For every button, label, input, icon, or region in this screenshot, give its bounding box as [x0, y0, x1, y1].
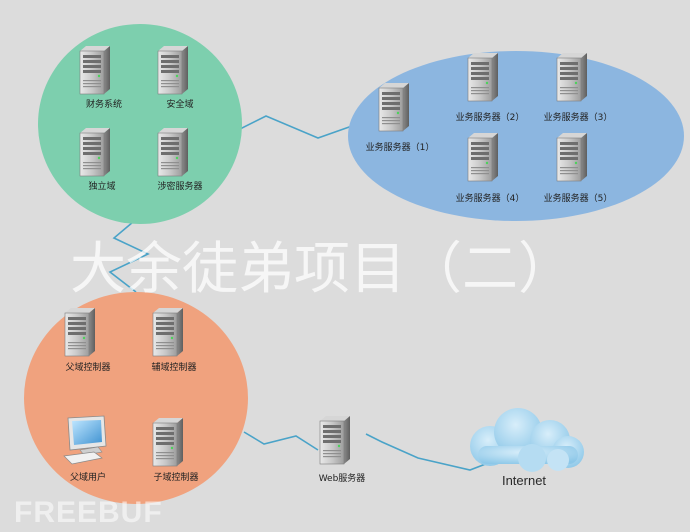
server-icon [152, 417, 184, 467]
blue-domain-area [348, 51, 684, 221]
node-label: 涉密服务器 [157, 180, 202, 192]
node-label: 子域控制器 [153, 471, 198, 483]
child-domain-controller-node[interactable]: 子域控制器 [152, 417, 199, 483]
node-label: 业务服务器（2） [456, 111, 525, 123]
finance-system-node[interactable]: 财务系统 [79, 45, 122, 110]
network-links [108, 115, 497, 471]
link-orange-to-web [243, 431, 319, 451]
server-icon [467, 52, 499, 102]
watermark-title: 大余徒弟项目（二） [70, 237, 574, 302]
business-server-5-node[interactable]: 业务服务器（5） [544, 132, 613, 204]
business-server-2-node[interactable]: 业务服务器（2） [456, 52, 525, 123]
node-label: 父域控制器 [65, 361, 110, 373]
node-label: 父域用户 [70, 471, 106, 483]
node-label: 安全域 [166, 98, 193, 110]
computer-icon [63, 415, 107, 465]
server-icon [157, 127, 189, 177]
server-icon [556, 132, 588, 182]
orange-domain-area [24, 292, 248, 504]
node-label: 独立域 [88, 180, 115, 192]
security-domain-node[interactable]: 安全域 [157, 45, 194, 110]
server-icon [556, 52, 588, 102]
parent-domain-controller-node[interactable]: 父域控制器 [64, 307, 111, 373]
cloud-icon [470, 408, 584, 472]
business-server-1-node[interactable]: 业务服务器（1） [366, 82, 435, 153]
web-server-node[interactable]: Web服务器 [319, 415, 366, 484]
server-icon [79, 45, 111, 95]
node-label: 业务服务器（4） [456, 192, 525, 204]
independent-domain-node[interactable]: 独立域 [79, 127, 116, 192]
node-label: 财务系统 [86, 98, 122, 110]
link-web-to-internet [365, 433, 497, 471]
node-label: 业务服务器（5） [544, 192, 613, 204]
node-label: 业务服务器（3） [544, 111, 613, 123]
server-icon [64, 307, 96, 357]
server-icon [79, 127, 111, 177]
business-server-3-node[interactable]: 业务服务器（3） [544, 52, 613, 123]
business-server-4-node[interactable]: 业务服务器（4） [456, 132, 525, 204]
internet-node[interactable]: Internet [470, 408, 584, 488]
node-label: 辅域控制器 [151, 361, 196, 373]
node-label: 业务服务器（1） [366, 141, 435, 153]
node-label: Web服务器 [319, 472, 366, 484]
internet-label: Internet [502, 473, 546, 488]
server-icon [467, 132, 499, 182]
parent-domain-user-node[interactable]: 父域用户 [63, 415, 107, 483]
server-icon [378, 82, 410, 132]
server-icon [319, 415, 351, 465]
link-green-to-orange [108, 221, 150, 293]
classified-server-node[interactable]: 涉密服务器 [157, 127, 203, 192]
server-icon [157, 45, 189, 95]
green-domain-area [38, 24, 242, 224]
link-green-to-blue [237, 115, 353, 139]
server-icon [152, 307, 184, 357]
auxiliary-domain-controller-node[interactable]: 辅域控制器 [151, 307, 197, 373]
brand-watermark: FREEBUF [14, 496, 163, 529]
